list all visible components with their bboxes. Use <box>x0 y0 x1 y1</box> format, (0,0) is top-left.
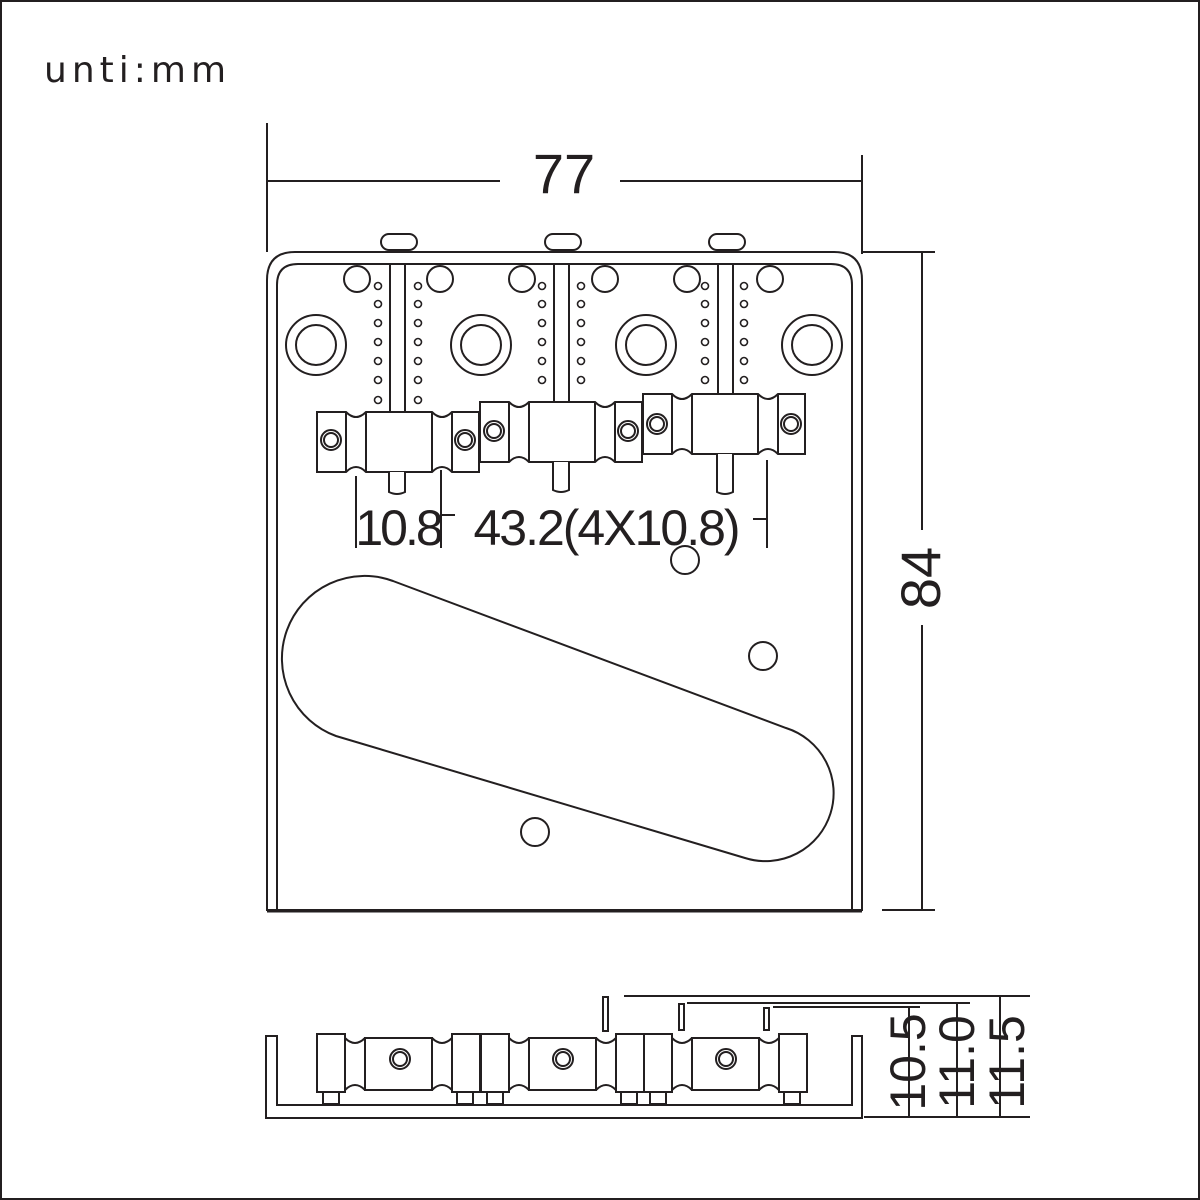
plate-inner <box>276 263 853 910</box>
hole <box>748 641 778 671</box>
plate-outer <box>266 251 863 911</box>
height-value-1: 10.5 <box>880 1013 936 1110</box>
hole <box>520 817 550 847</box>
height-value: 84 <box>889 547 952 609</box>
unit-label: unti:mm <box>44 50 232 91</box>
height-value-3: 11.5 <box>979 1015 1035 1109</box>
saddle-span-value: 43.2(4X10.8) <box>473 500 738 556</box>
height-marker <box>678 1003 685 1031</box>
width-dimension: 77 <box>266 123 863 254</box>
side-saddle-1 <box>316 1033 481 1105</box>
screw-shafts <box>389 264 734 412</box>
pickup-cutout <box>280 574 835 863</box>
height-value-2: 11.0 <box>929 1015 985 1109</box>
width-value: 77 <box>533 142 595 205</box>
top-view: 77 84 <box>266 123 952 913</box>
mounting-holes <box>285 314 843 376</box>
saddle-2 <box>479 401 643 493</box>
hole <box>670 545 700 575</box>
side-saddle-3 <box>643 1033 808 1105</box>
screw-head <box>544 233 582 251</box>
side-saddle-2 <box>480 1033 645 1105</box>
side-view: 10.5 11.0 11.5 <box>265 995 1035 1119</box>
height-dimension: 84 <box>862 251 952 911</box>
height-marker <box>763 1007 770 1031</box>
saddle-1 <box>316 411 480 495</box>
small-holes <box>343 265 784 293</box>
height-marker <box>602 996 609 1032</box>
side-plate <box>265 1035 863 1119</box>
saddle-3 <box>642 393 806 495</box>
screw-head <box>380 233 418 251</box>
saddle-edge-value: 10.8 <box>355 500 442 556</box>
dot-rows <box>373 281 749 405</box>
saddle-spacing-dimension: 10.8 43.2(4X10.8) <box>355 460 768 556</box>
screw-head <box>708 233 746 251</box>
